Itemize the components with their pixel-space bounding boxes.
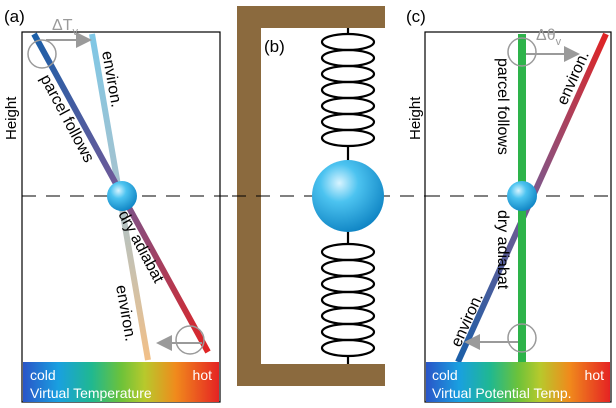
panel-a-scale-cold: cold <box>30 367 56 383</box>
panel-c-delta-circle-top <box>507 37 537 67</box>
panel-c-delta-circle-bottom <box>507 323 537 353</box>
panel-c-dry-adiabat: dry adiabat <box>494 210 511 290</box>
panel-a: (a) Height ΔTv environ. parcel follows d… <box>3 7 232 403</box>
panel-a-delta-circle-top <box>27 39 57 69</box>
panel-a-ylabel: Height <box>3 96 20 140</box>
panel-b-frame-bottom <box>237 364 385 386</box>
panel-a-parcel-follows: parcel follows <box>36 72 97 166</box>
panel-c-delta-label: Δθv <box>536 27 562 48</box>
panel-a-parcel-sphere <box>107 181 137 211</box>
panel-a-color-scale <box>23 362 219 402</box>
panel-a-delta-circle-bottom <box>175 325 205 355</box>
panel-a-scale-title: Virtual Temperature <box>30 385 152 401</box>
panel-c-environ-lower: environ. <box>448 291 487 350</box>
panel-b-mass-sphere <box>312 160 384 232</box>
panel-c: (c) Height Δθv parcel follows environ. d… <box>406 7 612 403</box>
panel-c-parcel-follows: parcel follows <box>494 58 511 155</box>
panel-c-scale-title: Virtual Potential Temp. <box>432 385 572 401</box>
panel-c-parcel-sphere <box>507 181 537 211</box>
panel-c-ylabel: Height <box>407 96 424 140</box>
panel-b-frame-top <box>237 6 385 28</box>
panel-b-lower-spring <box>320 228 376 364</box>
panel-a-scale-hot: hot <box>193 367 213 383</box>
panel-b: (b) <box>232 6 426 386</box>
panel-b-upper-spring <box>320 28 376 162</box>
panel-a-dry-adiabat: dry adiabat <box>114 208 166 286</box>
panel-a-delta-label: ΔTv <box>52 17 78 38</box>
panel-c-label: (c) <box>406 7 426 26</box>
panel-a-label: (a) <box>4 7 25 26</box>
panel-b-label: (b) <box>264 37 285 56</box>
panel-c-scale-cold: cold <box>432 367 458 383</box>
panel-c-color-scale <box>426 362 610 402</box>
panel-c-scale-hot: hot <box>585 367 605 383</box>
